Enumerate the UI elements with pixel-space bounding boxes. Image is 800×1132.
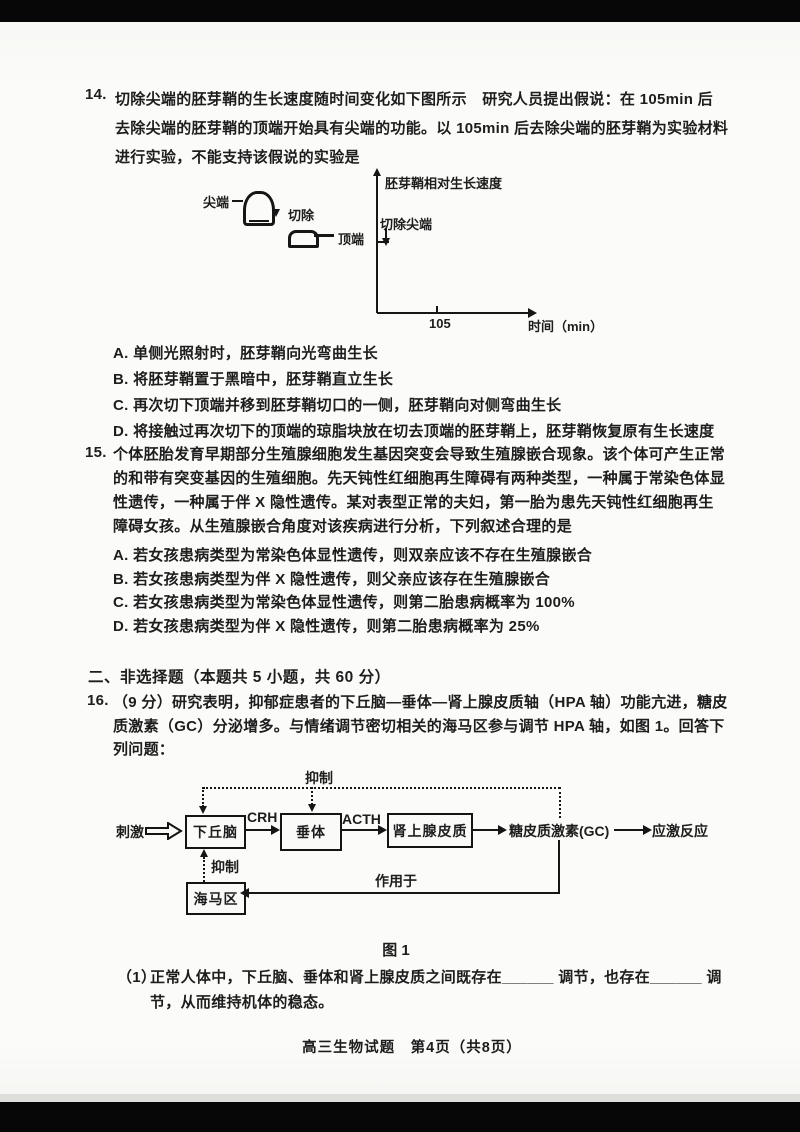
cut-tip-annotation: 切除尖端 xyxy=(380,217,433,232)
arrowhead-1 xyxy=(271,825,280,835)
stimulus-block-arrow-icon xyxy=(145,822,183,840)
arrowhead-4 xyxy=(643,825,652,835)
gc-label: 糖皮质激素(GC) xyxy=(509,823,610,839)
scan-black-bar-top xyxy=(0,0,800,22)
crh-label: CRH xyxy=(247,809,278,825)
inhibit-top-label: 抑制 xyxy=(305,770,333,786)
inhibit-up-arrowhead xyxy=(199,849,208,857)
q14-option-a: A. 单侧光照射时，胚芽鞘向光弯曲生长 xyxy=(113,345,378,362)
acth-label: ACTH xyxy=(342,811,381,827)
q15-option-d: D. 若女孩患病类型为伴 X 隐性遗传，则第二胎患病概率为 25% xyxy=(113,618,540,636)
x-tick-label: 105 xyxy=(429,316,451,331)
q16-sub1-number: （1） xyxy=(117,969,157,986)
gc-down-line xyxy=(558,840,560,894)
scan-black-bar-bottom xyxy=(0,1102,800,1132)
page-footer: 高三生物试题 第4页（共8页） xyxy=(302,1040,522,1056)
x-axis-tick-105 xyxy=(436,306,438,313)
inhibit-left-label: 抑制 xyxy=(211,859,239,875)
cut-line xyxy=(249,219,269,222)
acts-on-label: 作用于 xyxy=(375,873,417,889)
x-axis-arrowhead xyxy=(528,308,537,318)
arrow-pituitary-adrenal xyxy=(340,829,380,831)
feedback-to-hypothalamus xyxy=(202,787,204,807)
q15-option-c: C. 若女孩患病类型为常染色体显性遗传，则第二胎患病概率为 100% xyxy=(113,594,575,612)
arrow-adrenal-gc xyxy=(471,829,500,831)
gc-to-hippocampus-line xyxy=(248,892,560,894)
q15-number: 15. xyxy=(85,444,107,461)
coleoptile-apex-shape xyxy=(288,230,319,248)
hippocampus-inhibit-line xyxy=(203,857,205,882)
q15-options: A. 若女孩患病类型为常染色体显性遗传，则双亲应该不存在生殖腺嵌合 B. 若女孩… xyxy=(113,544,753,639)
q14-option-b: B. 将胚芽鞘置于黑暗中，胚芽鞘直立生长 xyxy=(113,371,394,388)
feedback-arrowhead-pituitary xyxy=(307,804,316,812)
feedback-to-pituitary xyxy=(311,787,313,805)
q14-option-c: C. 再次切下顶端并移到胚芽鞘切口的一侧，胚芽鞘向对侧弯曲生长 xyxy=(113,397,562,414)
feedback-dotted-line xyxy=(203,787,560,789)
arrow-hypothalamus-pituitary xyxy=(244,829,273,831)
y-axis-tick xyxy=(377,241,389,243)
q14-stem: 切除尖端的胚芽鞘的生长速度随时间变化如下图所示 研究人员提出假说：在 105mi… xyxy=(115,91,729,166)
stimulus-label: 刺激 xyxy=(116,824,144,840)
q16-stem: （9 分）研究表明，抑郁症患者的下丘脑—垂体—肾上腺皮质轴（HPA 轴）功能亢进… xyxy=(113,694,728,758)
stress-response-label: 应激反应 xyxy=(652,823,708,839)
x-axis-label: 时间（min） xyxy=(528,319,604,334)
hypothalamus-box: 下丘脑 xyxy=(185,815,246,849)
annotation-arrow-line xyxy=(385,228,387,239)
feedback-from-gc xyxy=(559,787,561,818)
cut-marker-icon xyxy=(272,209,280,217)
feedback-arrowhead-hypothalamus xyxy=(198,806,207,814)
q15-option-b: B. 若女孩患病类型为伴 X 隐性遗传，则父亲应该存在生殖腺嵌合 xyxy=(113,570,551,588)
y-axis xyxy=(376,175,378,313)
figure-1-caption: 图 1 xyxy=(382,942,410,959)
q14-option-d: D. 将接触过再次切下的顶端的琼脂块放在切去顶端的胚芽鞘上，胚芽鞘恢复原有生长速… xyxy=(113,423,715,440)
apex-pointer-line xyxy=(314,234,334,237)
pituitary-box: 垂体 xyxy=(280,813,342,851)
arrowhead-2 xyxy=(378,825,387,835)
cut-label: 切除 xyxy=(288,208,315,223)
adrenal-cortex-box: 肾上腺皮质 xyxy=(387,813,473,848)
q15-option-a: A. 若女孩患病类型为常染色体显性遗传，则双亲应该不存在生殖腺嵌合 xyxy=(113,547,593,564)
q16-sub1-text: 正常人体中，下丘脑、垂体和肾上腺皮质之间既存在______ 调节，也存在____… xyxy=(150,969,722,1011)
apex-label: 顶端 xyxy=(338,232,365,247)
q14-options: A. 单侧光照射时，胚芽鞘向光弯曲生长 B. 将胚芽鞘置于黑暗中，胚芽鞘直立生长… xyxy=(113,341,753,445)
arrowhead-hippocampus xyxy=(240,888,249,898)
q14-number: 14. xyxy=(85,86,107,103)
q16-number: 16. xyxy=(87,692,109,709)
section2-title: 二、非选择题（本题共 5 小题，共 60 分） xyxy=(88,669,391,686)
tip-pointer-line xyxy=(232,200,243,202)
arrow-gc-stress xyxy=(614,829,645,831)
arrowhead-3 xyxy=(498,825,507,835)
q15-stem: 个体胚胎发育早期部分生殖腺细胞发生基因突变会导致生殖腺嵌合现象。该个体可产生正常… xyxy=(113,446,726,535)
tip-label: 尖端 xyxy=(203,195,230,210)
scan-edge-strip xyxy=(0,1094,800,1102)
x-axis xyxy=(377,312,529,314)
hpa-flow-diagram: 刺激 下丘脑 垂体 肾上腺皮质 海马区 CRH ACTH 糖皮质激素(GC) 应… xyxy=(0,765,800,917)
y-axis-label: 胚芽鞘相对生长速度 xyxy=(385,176,503,191)
coleoptile-tip-shape xyxy=(243,191,275,226)
hippocampus-box: 海马区 xyxy=(186,882,246,915)
y-axis-arrowhead xyxy=(372,168,381,176)
